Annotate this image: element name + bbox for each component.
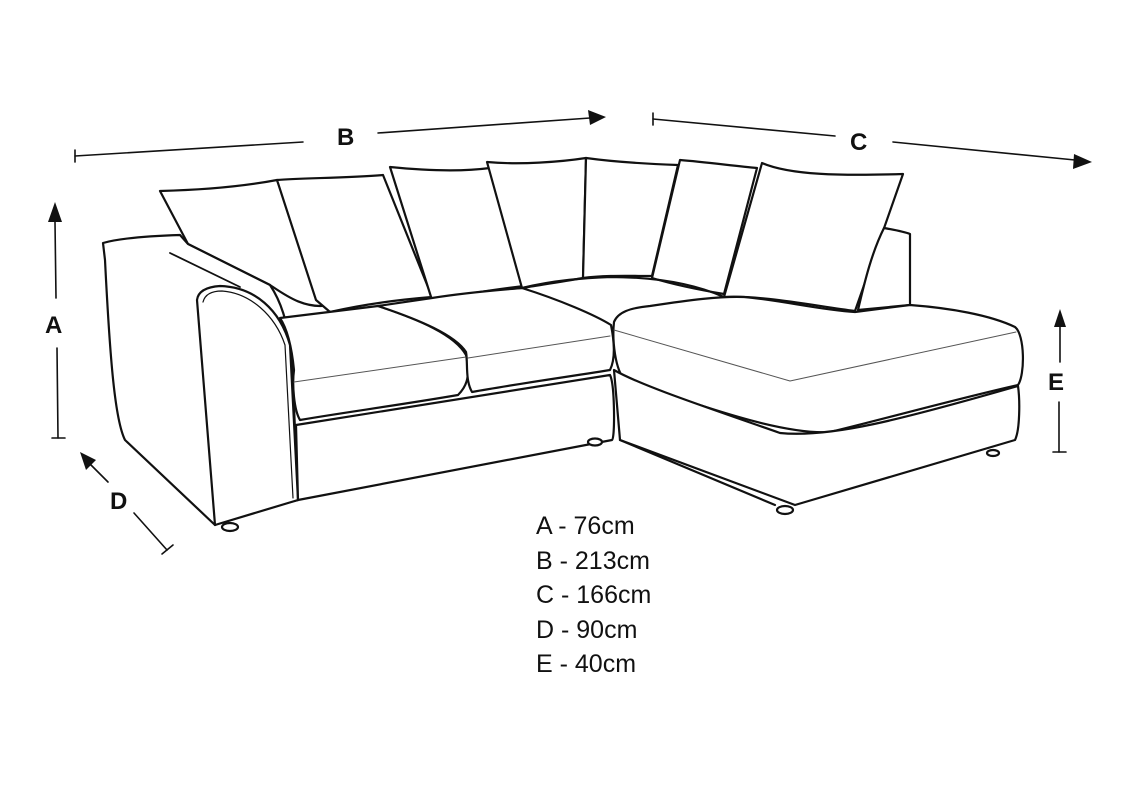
- foot: [220, 521, 240, 533]
- dimension-label-c: C: [850, 129, 868, 156]
- dimension-label-b: B: [337, 124, 355, 151]
- back-cushions: [158, 156, 905, 314]
- legend-item-c: C - 166cm: [536, 581, 652, 609]
- dimension-label-e: E: [1048, 369, 1065, 396]
- dimension-label-d: D: [110, 488, 128, 515]
- dimension-c-line: [652, 112, 1092, 169]
- foot: [586, 437, 604, 447]
- legend-item-a: A - 76cm: [536, 512, 635, 540]
- legend-item-b: B - 213cm: [536, 546, 650, 575]
- dimension-b-line: [74, 110, 606, 163]
- legend-item-d: D - 90cm: [536, 615, 638, 644]
- legend-item-e: E - 40cm: [536, 650, 637, 678]
- main-seat-base: [294, 373, 616, 502]
- dimension-d-line: [80, 452, 174, 555]
- foot: [775, 504, 795, 516]
- chaise-base: [612, 368, 1021, 507]
- dimensions-legend: A - 76cm B - 213cm C - 166cm D - 90cm E …: [536, 509, 651, 682]
- dimension-a-line: [48, 202, 66, 439]
- dimension-e-line: [1052, 309, 1067, 453]
- dimension-label-a: A: [45, 312, 63, 339]
- right-arm: [856, 226, 912, 312]
- foot: [985, 448, 1001, 458]
